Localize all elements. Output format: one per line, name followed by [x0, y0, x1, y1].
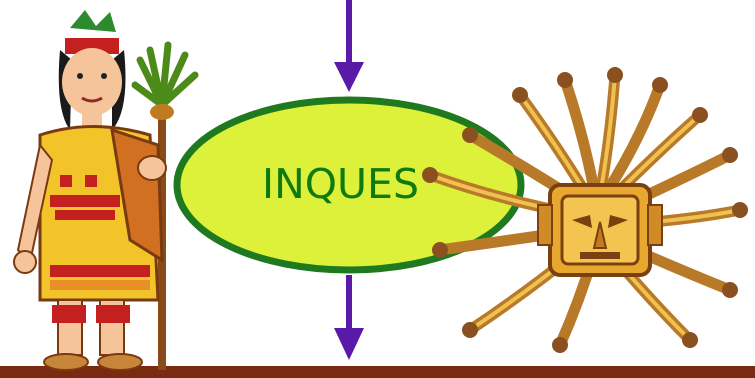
arrow-bottom-icon [334, 275, 364, 360]
center-node-label: INQUES [262, 160, 462, 208]
arrow-top-icon [334, 0, 364, 92]
inca-warrior-icon [14, 10, 195, 370]
